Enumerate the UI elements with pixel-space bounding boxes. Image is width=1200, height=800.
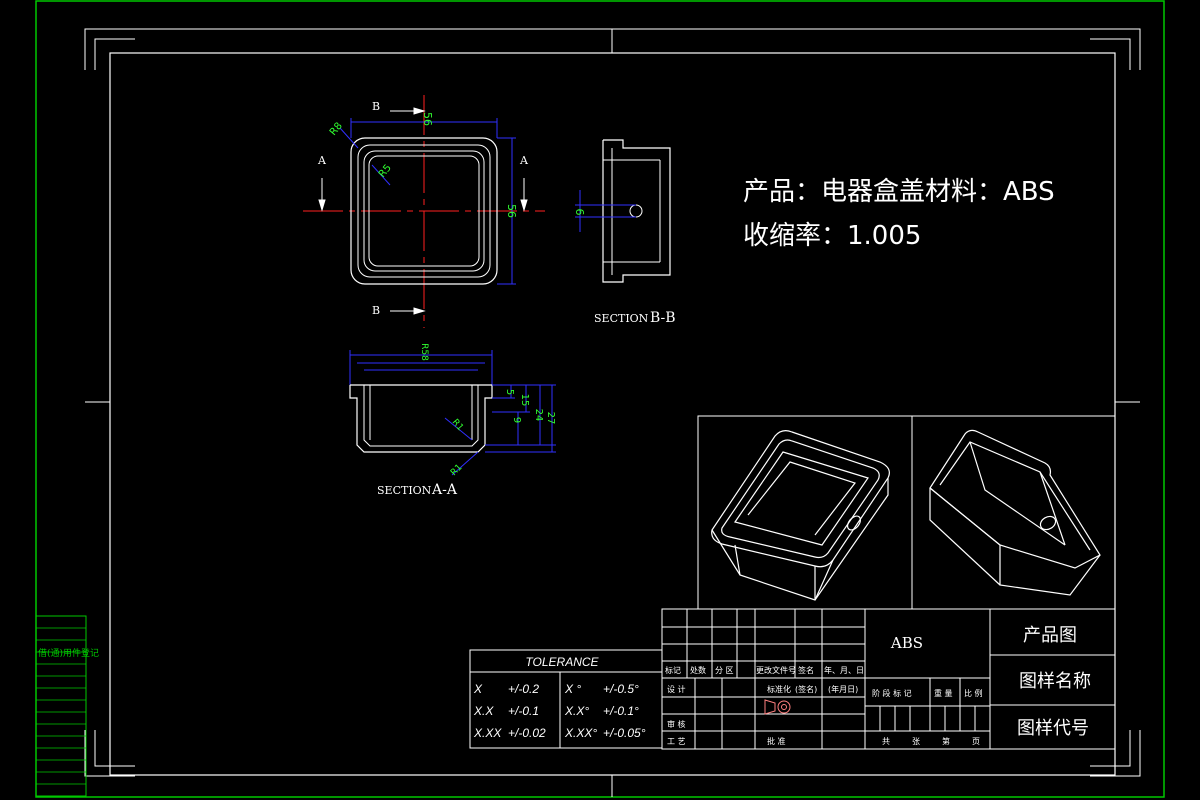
frame-corner-marks xyxy=(84,28,1141,777)
section-bb-view: 6 SECTION B-B xyxy=(573,139,676,326)
dim-24: 24 xyxy=(533,409,544,422)
centering-marks xyxy=(85,28,1140,797)
section-aa-title-big: A-A xyxy=(431,482,458,498)
dim-27: 27 xyxy=(545,412,556,425)
lbl-process: 工 艺 xyxy=(667,737,686,746)
title-block-product-drawing: 产品图 xyxy=(1023,625,1077,646)
lbl-sheets: 张 xyxy=(912,737,920,746)
tol-r0-c2: X ° xyxy=(564,682,581,696)
section-bb-title-small: SECTION xyxy=(594,312,649,325)
lbl-stage: 阶 段 标 记 xyxy=(872,688,912,698)
lbl-date: (年月日) xyxy=(828,684,858,694)
section-label-a-right: A xyxy=(519,154,529,167)
section-bb-title-big: B-B xyxy=(650,310,676,326)
tolerance-title: TOLERANCE xyxy=(525,655,599,669)
lbl-total: 共 xyxy=(882,737,890,746)
dim-r1-inner: R1 xyxy=(450,418,465,434)
hdr-mark: 标记 xyxy=(665,665,681,675)
dim-15: 15 xyxy=(519,394,530,407)
tol-r1-c2: X.X° xyxy=(564,704,589,718)
tol-r1-c1: +/-0.1 xyxy=(508,704,539,718)
section-aa-title-small: SECTION xyxy=(377,484,432,497)
lbl-number: 第 xyxy=(942,736,950,746)
lbl-design: 设 计 xyxy=(667,684,686,694)
hdr-date: 年、月、日 xyxy=(824,665,864,675)
tol-r0-c1: +/-0.2 xyxy=(508,682,539,696)
hdr-sign: 签名 xyxy=(798,665,814,675)
tol-r0-c3: +/-0.5° xyxy=(603,682,639,696)
iso-views-frame xyxy=(697,415,1116,610)
hdr-zone: 分 区 xyxy=(715,666,734,675)
box-lip-outline xyxy=(357,144,491,278)
section-aa-view: R58 5 15 9 24 27 R1 R1 SECTION A-A xyxy=(349,343,556,498)
title-block-drawing-code: 图样代号 xyxy=(1017,718,1089,739)
dim-section-widths: R58 xyxy=(419,343,429,361)
iso-view-right xyxy=(929,429,1101,596)
lbl-signature: (签名) xyxy=(795,684,817,694)
note-product-material: 产品：电器盒盖材料：ABS xyxy=(743,177,1055,207)
dim-hole-diameter: 6 xyxy=(573,209,586,216)
tol-r0-c0: X xyxy=(473,682,483,696)
title-block-small-labels: 标记 处数 分 区 更改文件号 签名 年、月、日 设 计 标准化 (签名) (年… xyxy=(665,665,983,746)
section-label-b-top: B xyxy=(372,100,380,113)
title-block-material: ABS xyxy=(890,634,923,652)
dim-right-height: 56 xyxy=(505,204,518,218)
title-block xyxy=(661,608,1116,750)
side-hole xyxy=(629,204,643,218)
lbl-standardization: 标准化 xyxy=(767,684,791,694)
lbl-page: 页 xyxy=(972,737,980,746)
tol-r2-c3: +/-0.05° xyxy=(603,726,646,740)
section-label-b-bottom: B xyxy=(372,304,380,317)
dim-5: 5 xyxy=(504,389,515,395)
side-strip-label: 借(通)用件登记 xyxy=(38,647,99,659)
note-shrinkage: 收缩率：1.005 xyxy=(743,221,921,251)
dim-9: 9 xyxy=(511,417,522,423)
tol-r1-c3: +/-0.1° xyxy=(603,704,639,718)
title-block-drawing-name: 图样名称 xyxy=(1019,671,1091,692)
side-strip: 借(通)用件登记 xyxy=(35,615,99,797)
iso-view-left xyxy=(711,430,890,601)
dim-radius-outer: R8 xyxy=(328,121,345,138)
box-inner-wall xyxy=(363,150,485,272)
tol-r2-c2: X.XX° xyxy=(564,726,597,740)
lbl-scale: 比 例 xyxy=(964,688,983,698)
dim-r1-outer: R1 xyxy=(449,463,465,479)
lbl-review: 审 核 xyxy=(667,719,686,729)
section-label-a-left: A xyxy=(317,154,327,167)
top-view: 56 56 R8 R5 B B A A xyxy=(303,95,545,328)
dim-top-width: 56 xyxy=(421,112,434,126)
dim-radius-inner: R5 xyxy=(377,163,394,180)
sheet-outer-border xyxy=(35,0,1165,798)
tol-r2-c1: +/-0.02 xyxy=(508,726,546,740)
tolerance-table: TOLERANCE X +/-0.2 X ° +/-0.5° X.X +/-0.… xyxy=(469,649,663,749)
box-inner-floor xyxy=(368,155,480,267)
tol-r1-c0: X.X xyxy=(473,704,494,718)
lbl-weight: 重 量 xyxy=(934,688,953,698)
projection-symbol-icon xyxy=(764,699,791,715)
hdr-change-doc: 更改文件号 xyxy=(756,665,796,675)
tol-r2-c0: X.XX xyxy=(473,726,502,740)
hdr-count: 处数 xyxy=(690,665,706,675)
box-outer-outline xyxy=(350,137,498,285)
lbl-approve: 批 准 xyxy=(767,736,786,746)
